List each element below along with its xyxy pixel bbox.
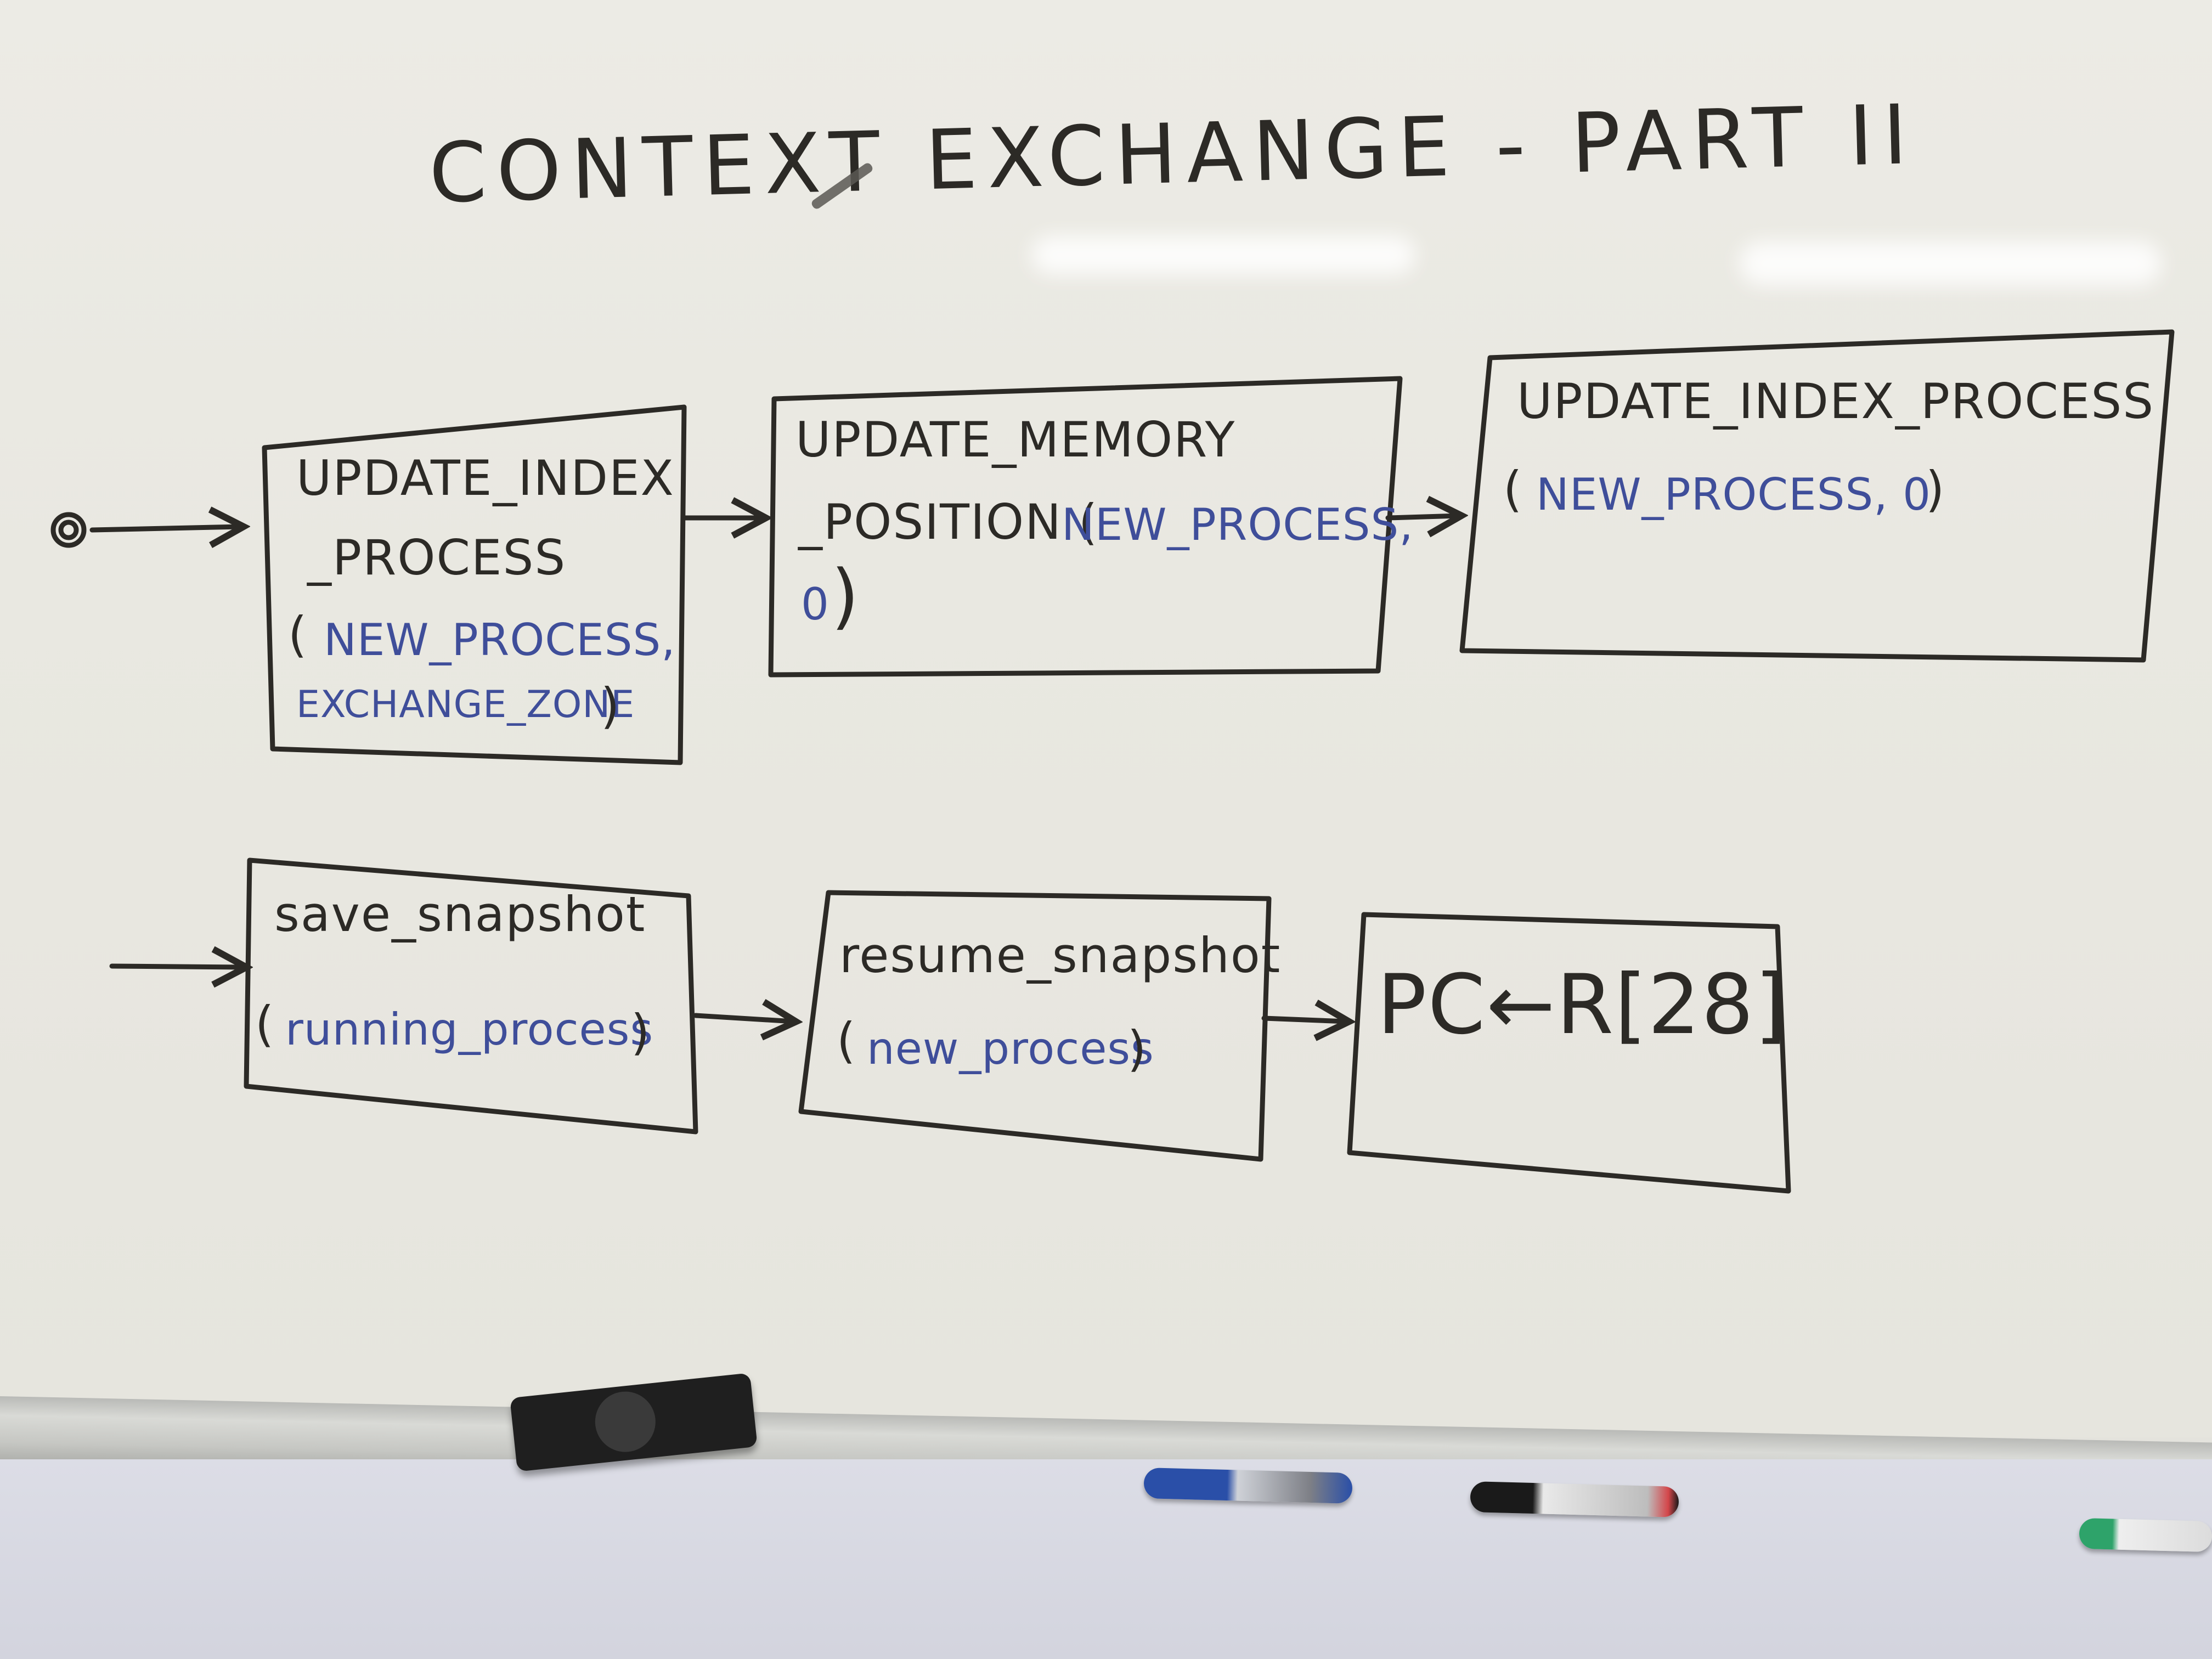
box-3-border [1459, 329, 2175, 663]
box-1-arg-exchange-zone: EXCHANGE_ZONE [296, 683, 635, 726]
box-6-assignment: PC←R[28] [1377, 957, 1788, 1053]
eraser-label-disc [592, 1389, 659, 1455]
box-4-border [244, 857, 698, 1135]
box-3-args: NEW_PROCESS, 0 [1536, 469, 1932, 520]
box-1-border [262, 404, 687, 765]
box-5-close-paren: ) [1127, 1020, 1148, 1077]
light-glare-left [1031, 236, 1415, 274]
box-1-open-paren: ( [288, 606, 308, 663]
box-4-close-paren: ) [631, 1004, 651, 1060]
box-5-arg-new-process: new_process [867, 1023, 1154, 1074]
start-node [50, 512, 87, 548]
box-2-function-name: UPDATE_MEMORY [795, 411, 1236, 468]
box-6-border [1347, 912, 1791, 1194]
arrow-box4-to-box5 [693, 1015, 794, 1022]
arrow-start-to-box1 [89, 527, 241, 530]
box-3-close-paren: ) [1926, 461, 1946, 517]
arrow-into-box4 [109, 966, 244, 967]
blue-marker[interactable] [1143, 1468, 1353, 1504]
box-2-function-name-cont: _POSITION ( [798, 494, 1099, 550]
arrow-box2-to-box3 [1385, 516, 1459, 518]
box-3-function-name: UPDATE_INDEX_PROCESS [1517, 373, 2155, 430]
box-4-open-paren: ( [255, 996, 275, 1052]
box-1-arg-new-process: NEW_PROCESS, [324, 614, 676, 665]
light-glare-right [1739, 241, 2162, 285]
arrow-box5-to-box6 [1261, 1018, 1347, 1022]
wall-below-board [0, 1459, 2212, 1659]
black-marker[interactable] [1470, 1481, 1679, 1517]
box-1-function-name: UPDATE_INDEX [296, 450, 675, 506]
box-5-open-paren: ( [837, 1012, 857, 1069]
box-4-function-name: save_snapshot [274, 886, 646, 943]
box-3-open-paren: ( [1503, 461, 1523, 517]
box-2-arg-new-process: NEW_PROCESS, [1062, 499, 1414, 550]
box-4-arg-running-process: running_process [285, 1004, 654, 1055]
box-1-close-paren: ) [601, 678, 621, 734]
box-2-close-paren: ) [831, 554, 860, 637]
box-2-border [768, 376, 1403, 678]
box-5-border [798, 890, 1272, 1162]
box-2-arg-zero: 0 [801, 579, 830, 630]
box-5-function-name: resume_snapshot [839, 927, 1282, 984]
green-marker[interactable] [2079, 1517, 2212, 1553]
box-1-function-name-cont: _PROCESS [307, 529, 567, 586]
